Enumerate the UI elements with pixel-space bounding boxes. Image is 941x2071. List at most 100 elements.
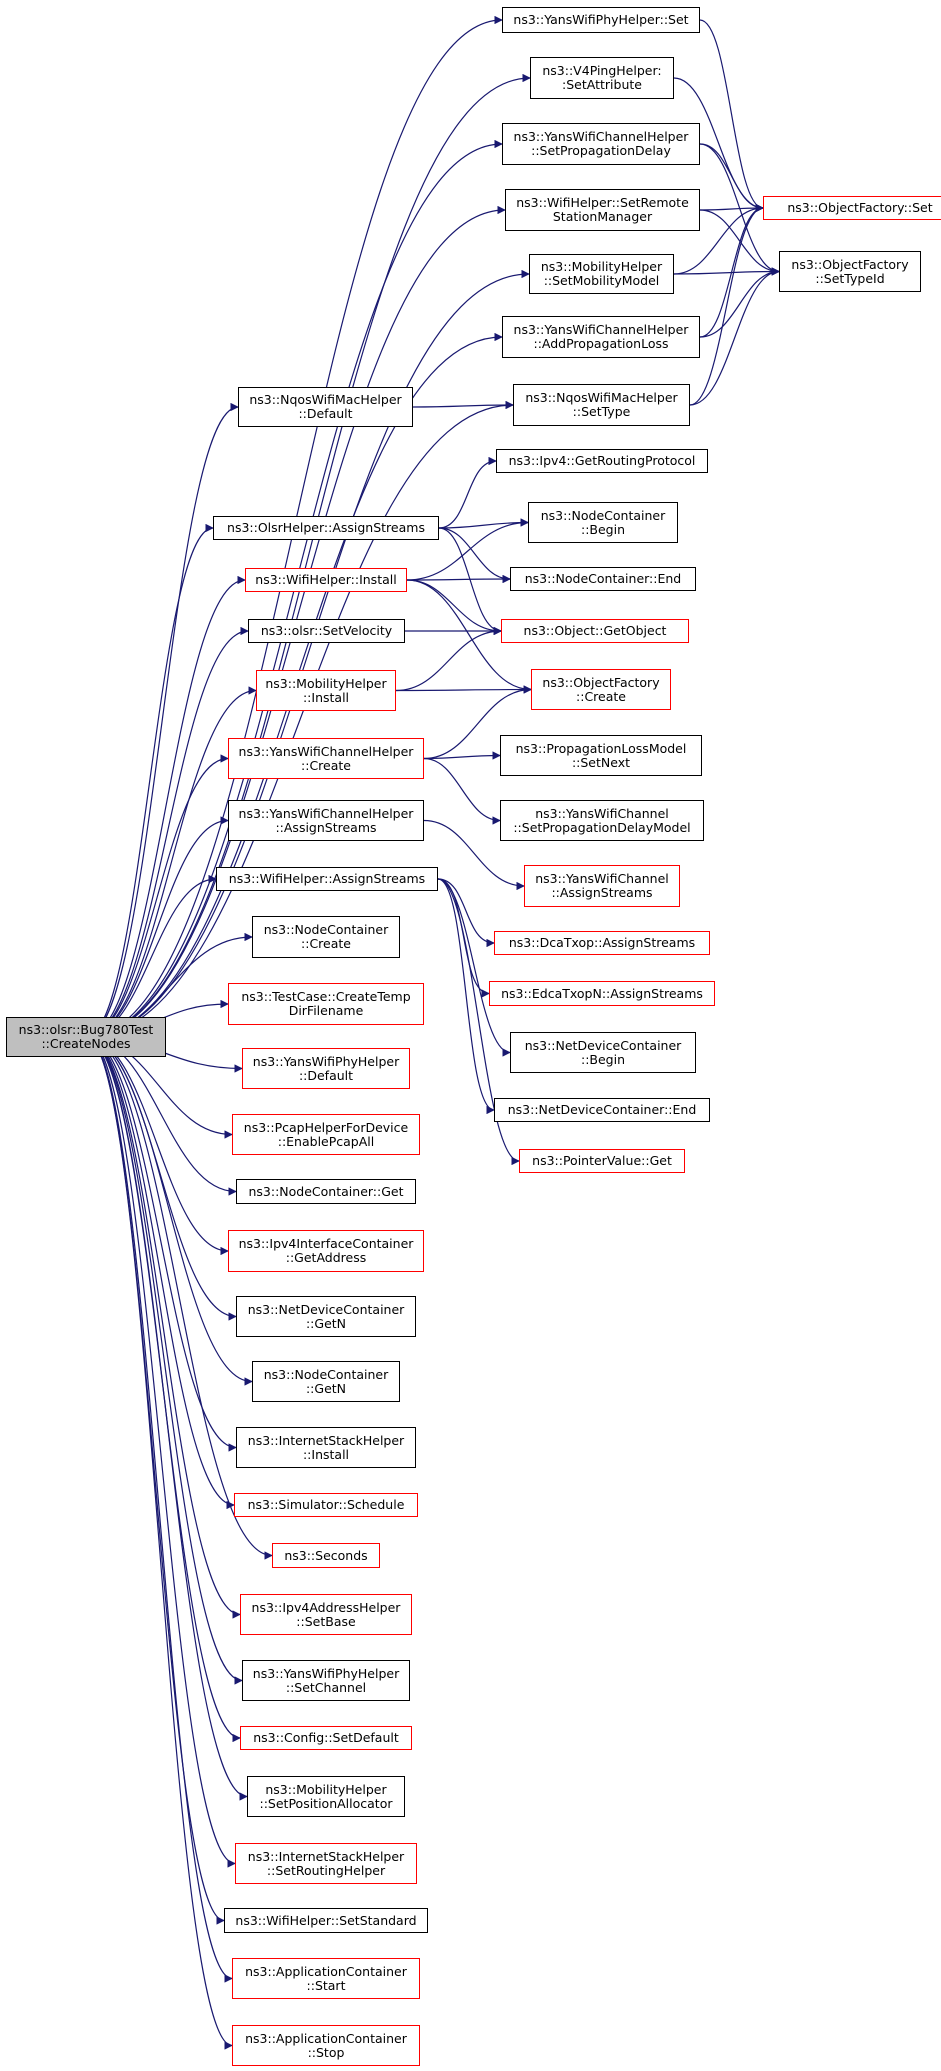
call-edge-root-to-l10 (85, 1036, 235, 1510)
function-node-l5[interactable]: ns3::NodeContainer::Get (236, 1179, 416, 1204)
function-node-d5[interactable]: ns3::ObjectFactory::Create (531, 669, 671, 710)
function-node-l3[interactable]: ns3::YansWifiPhyHelper::Default (242, 1048, 410, 1089)
node-label-line: StationManager (552, 209, 653, 224)
function-node-l12[interactable]: ns3::Ipv4AddressHelper::SetBase (240, 1594, 412, 1635)
function-node-l9[interactable]: ns3::InternetStackHelper::Install (236, 1427, 416, 1468)
node-label-line: ::Create (301, 757, 351, 773)
node-label-line: ::Install (302, 689, 350, 705)
function-node-l7[interactable]: ns3::NetDeviceContainer::GetN (236, 1296, 416, 1337)
function-node-l14[interactable]: ns3::Config::SetDefault (240, 1726, 412, 1750)
function-node-l4[interactable]: ns3::PcapHelperForDevice::EnablePcapAll (232, 1114, 420, 1155)
function-node-c2[interactable]: ns3::WifiHelper::Install (245, 568, 407, 592)
function-node-d13[interactable]: ns3::PointerValue::Get (519, 1149, 685, 1173)
function-node-d6[interactable]: ns3::PropagationLossModel::SetNext (500, 735, 702, 776)
node-label-line: ns3::YansWifiChannelHelper (513, 322, 689, 337)
function-node-l6[interactable]: ns3::Ipv4InterfaceContainer::GetAddress (228, 1230, 424, 1272)
function-node-a1[interactable]: ns3::YansWifiPhyHelper::Set (502, 7, 700, 33)
function-node-l10[interactable]: ns3::Simulator::Schedule (234, 1493, 418, 1517)
function-node-c5[interactable]: ns3::YansWifiChannelHelper::Create (228, 738, 424, 779)
call-edge-c5-to-d6 (423, 751, 501, 760)
function-node-f1[interactable]: ns3::ObjectFactory::Set (763, 196, 941, 220)
function-node-l19[interactable]: ns3::ApplicationContainer::Stop (232, 2025, 420, 2066)
node-label-line: ns3::MobilityHelper (540, 259, 663, 274)
call-edge-root-to-c1 (85, 523, 214, 1038)
node-label-line: ::AssignStreams (275, 819, 377, 835)
node-label-line: ns3::MobilityHelper (265, 675, 387, 691)
node-label-line: ::EnablePcapAll (277, 1133, 375, 1149)
node-label-line: ::GetAddress (285, 1250, 367, 1265)
function-node-d10[interactable]: ns3::EdcaTxopN::AssignStreams (489, 981, 715, 1006)
function-node-d9[interactable]: ns3::DcaTxop::AssignStreams (494, 931, 710, 955)
call-edge-root-to-l19 (85, 1036, 233, 2050)
call-edge-a6-to-f2 (699, 267, 780, 338)
node-label-line: ns3::YansWifiChannelHelper (238, 743, 414, 759)
function-node-l15[interactable]: ns3::MobilityHelper::SetPositionAllocato… (247, 1776, 405, 1817)
node-label-line: ns3::WifiHelper::SetStandard (235, 1912, 417, 1928)
node-label-line: ns3::Config::SetDefault (253, 1730, 399, 1745)
function-node-c7[interactable]: ns3::WifiHelper::AssignStreams (216, 867, 438, 891)
call-edge-c4-to-d4 (395, 626, 502, 692)
node-label-line: ::SetNext (571, 754, 631, 770)
function-node-a3[interactable]: ns3::YansWifiChannelHelper::SetPropagati… (502, 123, 700, 165)
function-node-l16[interactable]: ns3::InternetStackHelper::SetRoutingHelp… (235, 1843, 417, 1884)
function-node-d3[interactable]: ns3::NodeContainer::End (510, 567, 696, 591)
node-label-line: ns3::MobilityHelper (265, 1781, 387, 1797)
function-node-root[interactable]: ns3::olsr::Bug780Test::CreateNodes (6, 1017, 166, 1057)
function-node-d8[interactable]: ns3::YansWifiChannel::AssignStreams (524, 865, 680, 907)
node-label-line: ::SetPropagationDelayModel (513, 819, 691, 835)
node-label-line: ns3::V4PingHelper: (542, 63, 662, 78)
function-node-a2[interactable]: ns3::V4PingHelper::SetAttribute (530, 57, 674, 99)
call-edge-b2-to-f2 (689, 267, 780, 406)
node-label-line: ns3::Object::GetObject (523, 623, 667, 638)
call-edge-root-to-l18 (85, 1036, 233, 1983)
node-label-line: ::SetTypeId (815, 270, 885, 286)
node-label-line: ns3::WifiHelper::SetRemote (516, 195, 689, 210)
function-node-l8[interactable]: ns3::NodeContainer::GetN (252, 1361, 400, 1402)
node-label-line: ns3::NetDeviceContainer (524, 1037, 682, 1053)
function-node-b1[interactable]: ns3::NqosWifiMacHelper::Default (238, 387, 413, 427)
node-label-line: ::SetPositionAllocator (259, 1795, 393, 1811)
node-label-line: ::Start (306, 1977, 346, 1993)
call-edge-a5-to-f2 (673, 267, 780, 276)
function-node-c3[interactable]: ns3::olsr::SetVelocity (248, 619, 405, 643)
function-node-l17[interactable]: ns3::WifiHelper::SetStandard (224, 1908, 428, 1933)
node-label-line: ns3::NetDeviceContainer::End (507, 1102, 697, 1117)
node-label-line: ns3::NqosWifiMacHelper (249, 392, 402, 407)
call-edge-c7-to-d12 (437, 878, 495, 1115)
function-node-a6[interactable]: ns3::YansWifiChannelHelper::AddPropagati… (502, 316, 700, 358)
function-node-a5[interactable]: ns3::MobilityHelper::SetMobilityModel (529, 254, 674, 294)
function-node-l11[interactable]: ns3::Seconds (272, 1543, 380, 1568)
function-node-d12[interactable]: ns3::NetDeviceContainer::End (494, 1098, 710, 1122)
function-node-d2[interactable]: ns3::NodeContainer::Begin (528, 502, 678, 543)
function-node-c4[interactable]: ns3::MobilityHelper::Install (256, 670, 396, 711)
function-node-d11[interactable]: ns3::NetDeviceContainer::Begin (510, 1032, 696, 1073)
function-node-b2[interactable]: ns3::NqosWifiMacHelper::SetType (513, 384, 690, 426)
node-label-line: ns3::YansWifiChannelHelper (238, 805, 414, 821)
call-edge-b2-to-f1 (689, 203, 764, 406)
function-node-l13[interactable]: ns3::YansWifiPhyHelper::SetChannel (242, 1660, 410, 1701)
function-node-d4[interactable]: ns3::Object::GetObject (501, 619, 689, 643)
function-node-f2[interactable]: ns3::ObjectFactory::SetTypeId (779, 251, 921, 292)
call-edge-c7-to-d9 (437, 878, 495, 948)
function-node-l1[interactable]: ns3::NodeContainer::Create (252, 916, 400, 958)
node-label-line: ns3::NodeContainer::End (524, 571, 682, 586)
node-label-line: ::AssignStreams (551, 885, 653, 900)
node-label-line: ns3::olsr::SetVelocity (260, 623, 393, 638)
node-label-line: ns3::Seconds (284, 1547, 368, 1563)
function-node-l18[interactable]: ns3::ApplicationContainer::Start (232, 1958, 420, 1999)
function-node-c6[interactable]: ns3::YansWifiChannelHelper::AssignStream… (228, 800, 424, 841)
node-label-line: ::Create (576, 688, 626, 704)
node-label-line: ::Default (298, 1067, 354, 1083)
node-label-line: ns3::ObjectFactory::Set (787, 200, 933, 215)
function-node-d1[interactable]: ns3::Ipv4::GetRoutingProtocol (496, 449, 708, 473)
node-label-line: ns3::NodeContainer::Get (248, 1183, 404, 1199)
node-label-line: ns3::InternetStackHelper (247, 1432, 405, 1448)
call-edge-root-to-c3 (85, 626, 249, 1038)
function-node-d7[interactable]: ns3::YansWifiChannel::SetPropagationDela… (500, 800, 704, 841)
node-label-line: ns3::NqosWifiMacHelper (525, 390, 678, 405)
function-node-c1[interactable]: ns3::OlsrHelper::AssignStreams (213, 516, 439, 540)
